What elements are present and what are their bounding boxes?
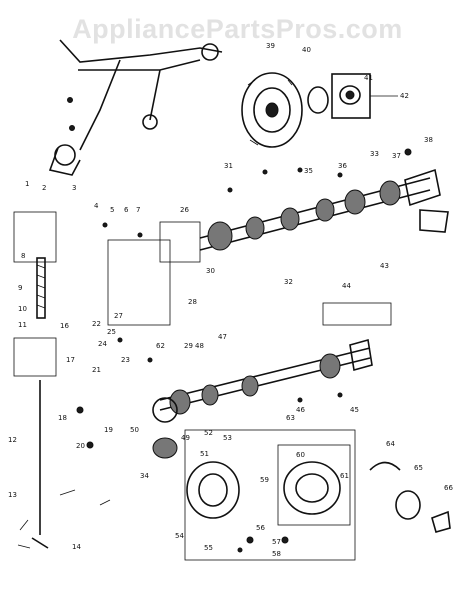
hook-assembly [152,437,341,519]
label: 39 [266,42,275,50]
needle-bar-assembly [48,39,223,176]
label: 58 [272,550,281,558]
label: 61 [340,472,349,480]
label: 62 [156,342,165,350]
label: 40 [302,46,311,54]
label: 54 [175,532,184,540]
inset-box [184,429,356,561]
label: 9 [18,284,22,292]
label: 41 [364,74,373,82]
label: 36 [338,162,347,170]
label: 18 [58,414,67,422]
part-labels: 1 2 3 4 5 6 7 8 9 10 11 12 13 14 16 17 1… [8,42,453,558]
label: 35 [304,167,313,175]
label: 63 [286,414,295,422]
label: 16 [60,322,69,330]
label: 6 [124,206,129,214]
label: 37 [392,152,401,160]
label: 12 [8,436,17,444]
label: 27 [114,312,123,320]
label: 56 [256,524,265,532]
label: 24 [98,340,107,348]
label: 11 [18,321,27,329]
inset-box [322,302,392,326]
label: 29 [184,342,193,350]
label: 1 [25,180,29,188]
needle-bar [31,257,49,549]
label: 47 [218,333,227,341]
lower-shaft [152,338,373,423]
label: 52 [204,429,213,437]
label: 2 [42,184,46,192]
label: 21 [92,366,101,374]
inset-box [159,221,201,263]
label: 46 [296,406,305,414]
clutch-knob [307,73,398,119]
label: 60 [296,451,305,459]
inset-box [13,337,57,377]
label: 4 [94,202,99,210]
label: 49 [181,434,190,442]
label: 51 [200,450,209,458]
label: 50 [130,426,139,434]
label: 28 [188,298,197,306]
label: 53 [223,434,232,442]
label: 64 [386,440,395,448]
label: 43 [380,262,389,270]
label: 31 [224,162,233,170]
label: 33 [370,150,379,158]
label: 48 [195,342,204,350]
small-parts [17,148,412,553]
label: 13 [8,491,17,499]
inset-box [13,211,57,263]
bobbin-parts [369,461,451,533]
handwheel [241,72,303,148]
label: 22 [92,320,101,328]
label: 65 [414,464,423,472]
label: 55 [204,544,213,552]
label: 10 [18,305,27,313]
label: 25 [107,328,116,336]
label: 23 [121,356,130,364]
inset-box [277,444,351,526]
label: 14 [72,543,81,551]
label: 7 [136,206,140,214]
label: 26 [180,206,189,214]
label: 3 [72,184,76,192]
label: 59 [260,476,269,484]
label: 45 [350,406,359,414]
inset-box [107,239,171,326]
label: 19 [104,426,113,434]
label: 42 [400,92,409,100]
label: 34 [140,472,149,480]
upper-shaft [199,168,449,251]
label: 32 [284,278,293,286]
label: 30 [206,267,215,275]
label: 20 [76,442,85,450]
label: 38 [424,136,433,144]
label: 57 [272,538,281,546]
label: 5 [110,206,114,214]
label: 17 [66,356,75,364]
label: 8 [21,252,25,260]
label: 44 [342,282,351,290]
label: 66 [444,484,453,492]
